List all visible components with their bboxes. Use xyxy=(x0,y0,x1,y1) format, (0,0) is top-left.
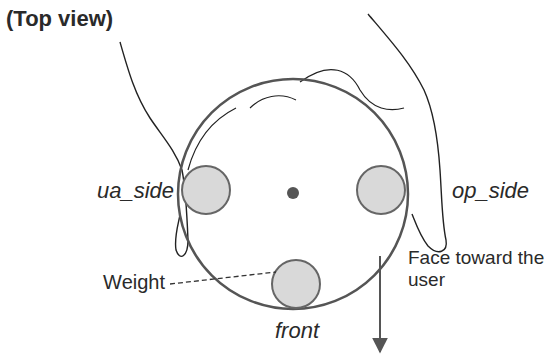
center-dot xyxy=(287,187,299,199)
base-circle xyxy=(178,79,408,309)
view-title: (Top view) xyxy=(6,6,113,31)
part-label: Weight xyxy=(103,271,165,294)
leader-line xyxy=(170,272,276,284)
right-finger-line xyxy=(300,70,404,110)
direction-note: Face toward the user xyxy=(408,247,548,291)
side-label: front xyxy=(275,318,319,343)
side-label: op_side xyxy=(452,178,529,203)
left-hand-outline xyxy=(120,42,188,256)
hair-line xyxy=(250,96,296,108)
weight-circle xyxy=(357,166,405,214)
left-thumb-arc xyxy=(188,108,236,170)
direction-arrow xyxy=(379,256,381,352)
weight-circle xyxy=(272,260,320,308)
weight-circle xyxy=(182,166,230,214)
side-label: ua_side xyxy=(97,178,174,203)
